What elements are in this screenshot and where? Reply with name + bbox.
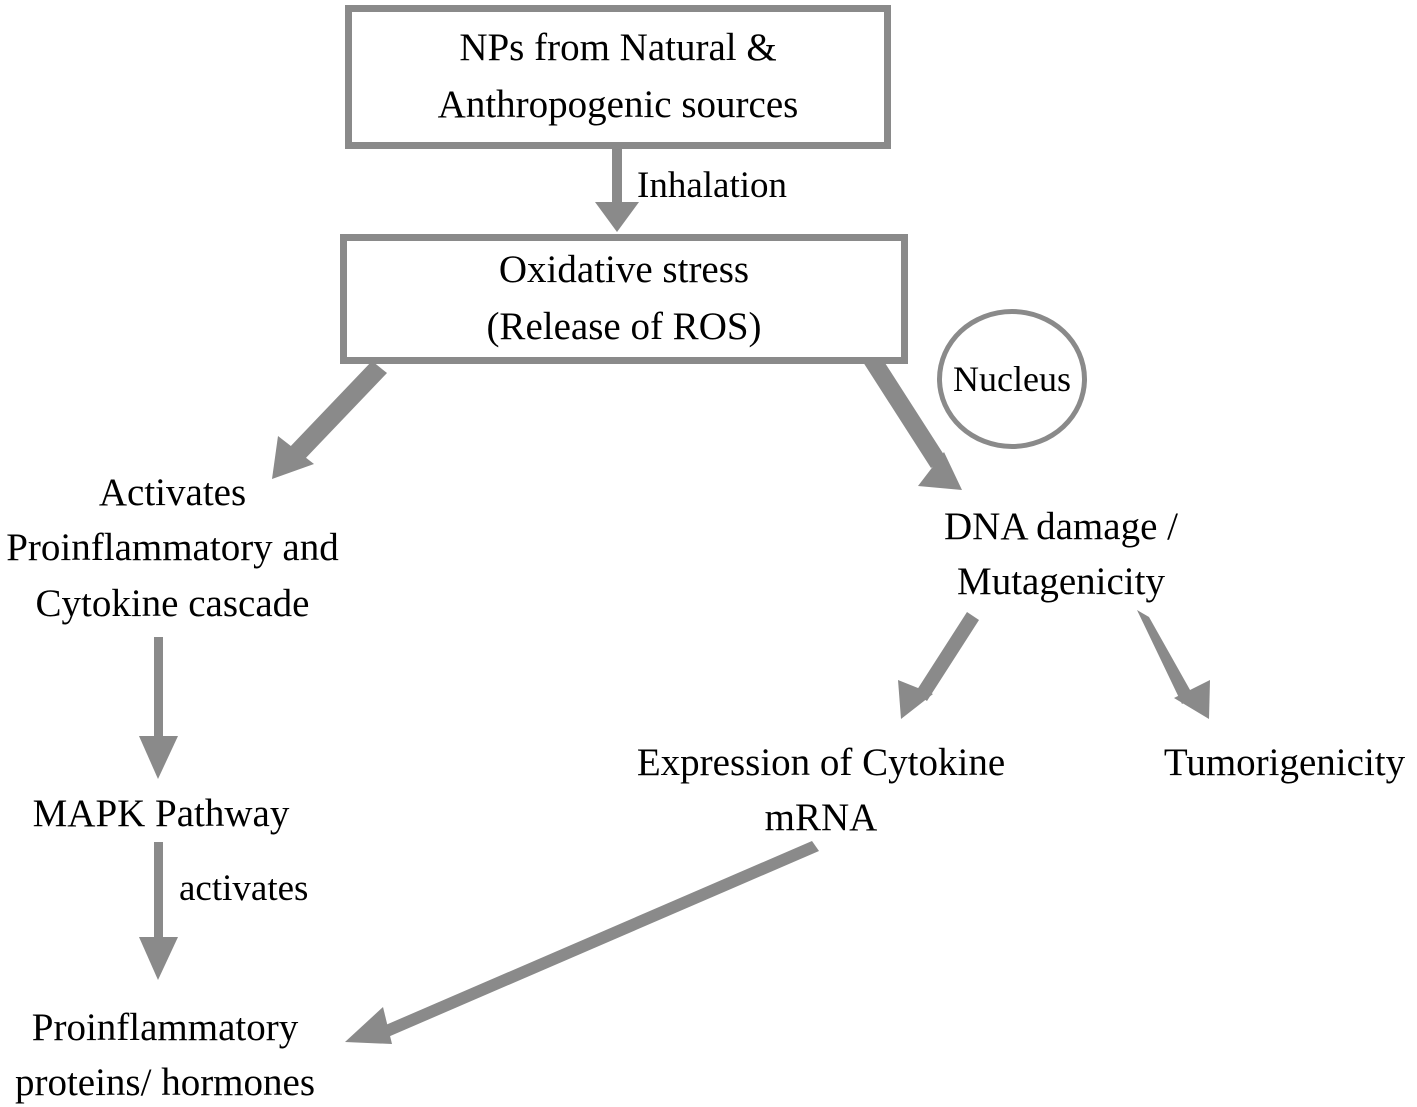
- node-proinflammatory-proteins-line-2: proteins/ hormones: [14, 1061, 316, 1105]
- node-np-sources-line-2: Anthropogenic sources: [437, 83, 799, 126]
- node-cytokine-mrna-expression-line-2: mRNA: [764, 796, 878, 840]
- arrow-mapk-to-proteins: [139, 842, 178, 980]
- arrow-mrna-to-proteins: [345, 841, 819, 1044]
- arrow-oxidative-to-cascade: [272, 361, 387, 479]
- node-mapk-pathway[interactable]: MAPK Pathway: [0, 786, 322, 841]
- node-nucleus[interactable]: Nucleus: [937, 309, 1087, 449]
- node-tumorigenicity-line-1: Tumorigenicity: [1163, 741, 1406, 784]
- node-activates-cytokine-cascade-line-1: Activates: [98, 471, 247, 514]
- node-activates-cytokine-cascade-line-2: Proinflammatory and: [6, 526, 339, 570]
- arrow-dna-to-tumorigenicity: [1137, 610, 1210, 719]
- arrow-cascade-to-mapk: [139, 637, 178, 779]
- node-oxidative-stress-line-1: Oxidative stress: [498, 248, 750, 292]
- node-mapk-pathway-line-1: MAPK Pathway: [32, 792, 290, 835]
- arrow-dna-to-mrna: [898, 612, 979, 719]
- node-activates-cytokine-cascade-line-3: Cytokine cascade: [35, 581, 310, 625]
- node-dna-damage-mutagenicity-line-1: DNA damage /: [944, 505, 1178, 548]
- edge-label-activates: activates: [179, 868, 309, 909]
- node-activates-cytokine-cascade[interactable]: Activates Proinflammatory and Cytokine c…: [0, 465, 345, 631]
- node-np-sources[interactable]: NPs from Natural & Anthropogenic sources: [345, 5, 891, 149]
- edge-label-inhalation: Inhalation: [637, 165, 788, 206]
- node-oxidative-stress[interactable]: Oxidative stress (Release of ROS): [340, 234, 908, 364]
- arrow-inhalation: [595, 145, 639, 232]
- node-proinflammatory-proteins[interactable]: Proinflammatory proteins/ hormones: [0, 1000, 330, 1107]
- node-proinflammatory-proteins-line-1: Proinflammatory: [31, 1006, 299, 1049]
- node-nucleus-label: Nucleus: [953, 359, 1071, 399]
- node-np-sources-line-1: NPs from Natural &: [459, 26, 777, 70]
- node-oxidative-stress-line-2: (Release of ROS): [486, 305, 762, 348]
- node-cytokine-mrna-expression[interactable]: Expression of Cytokine mRNA: [619, 735, 1023, 846]
- node-dna-damage-mutagenicity[interactable]: DNA damage / Mutagenicity: [900, 499, 1222, 610]
- node-dna-damage-mutagenicity-line-2: Mutagenicity: [957, 560, 1165, 604]
- node-tumorigenicity[interactable]: Tumorigenicity: [1152, 735, 1417, 790]
- node-cytokine-mrna-expression-line-1: Expression of Cytokine: [636, 741, 1006, 784]
